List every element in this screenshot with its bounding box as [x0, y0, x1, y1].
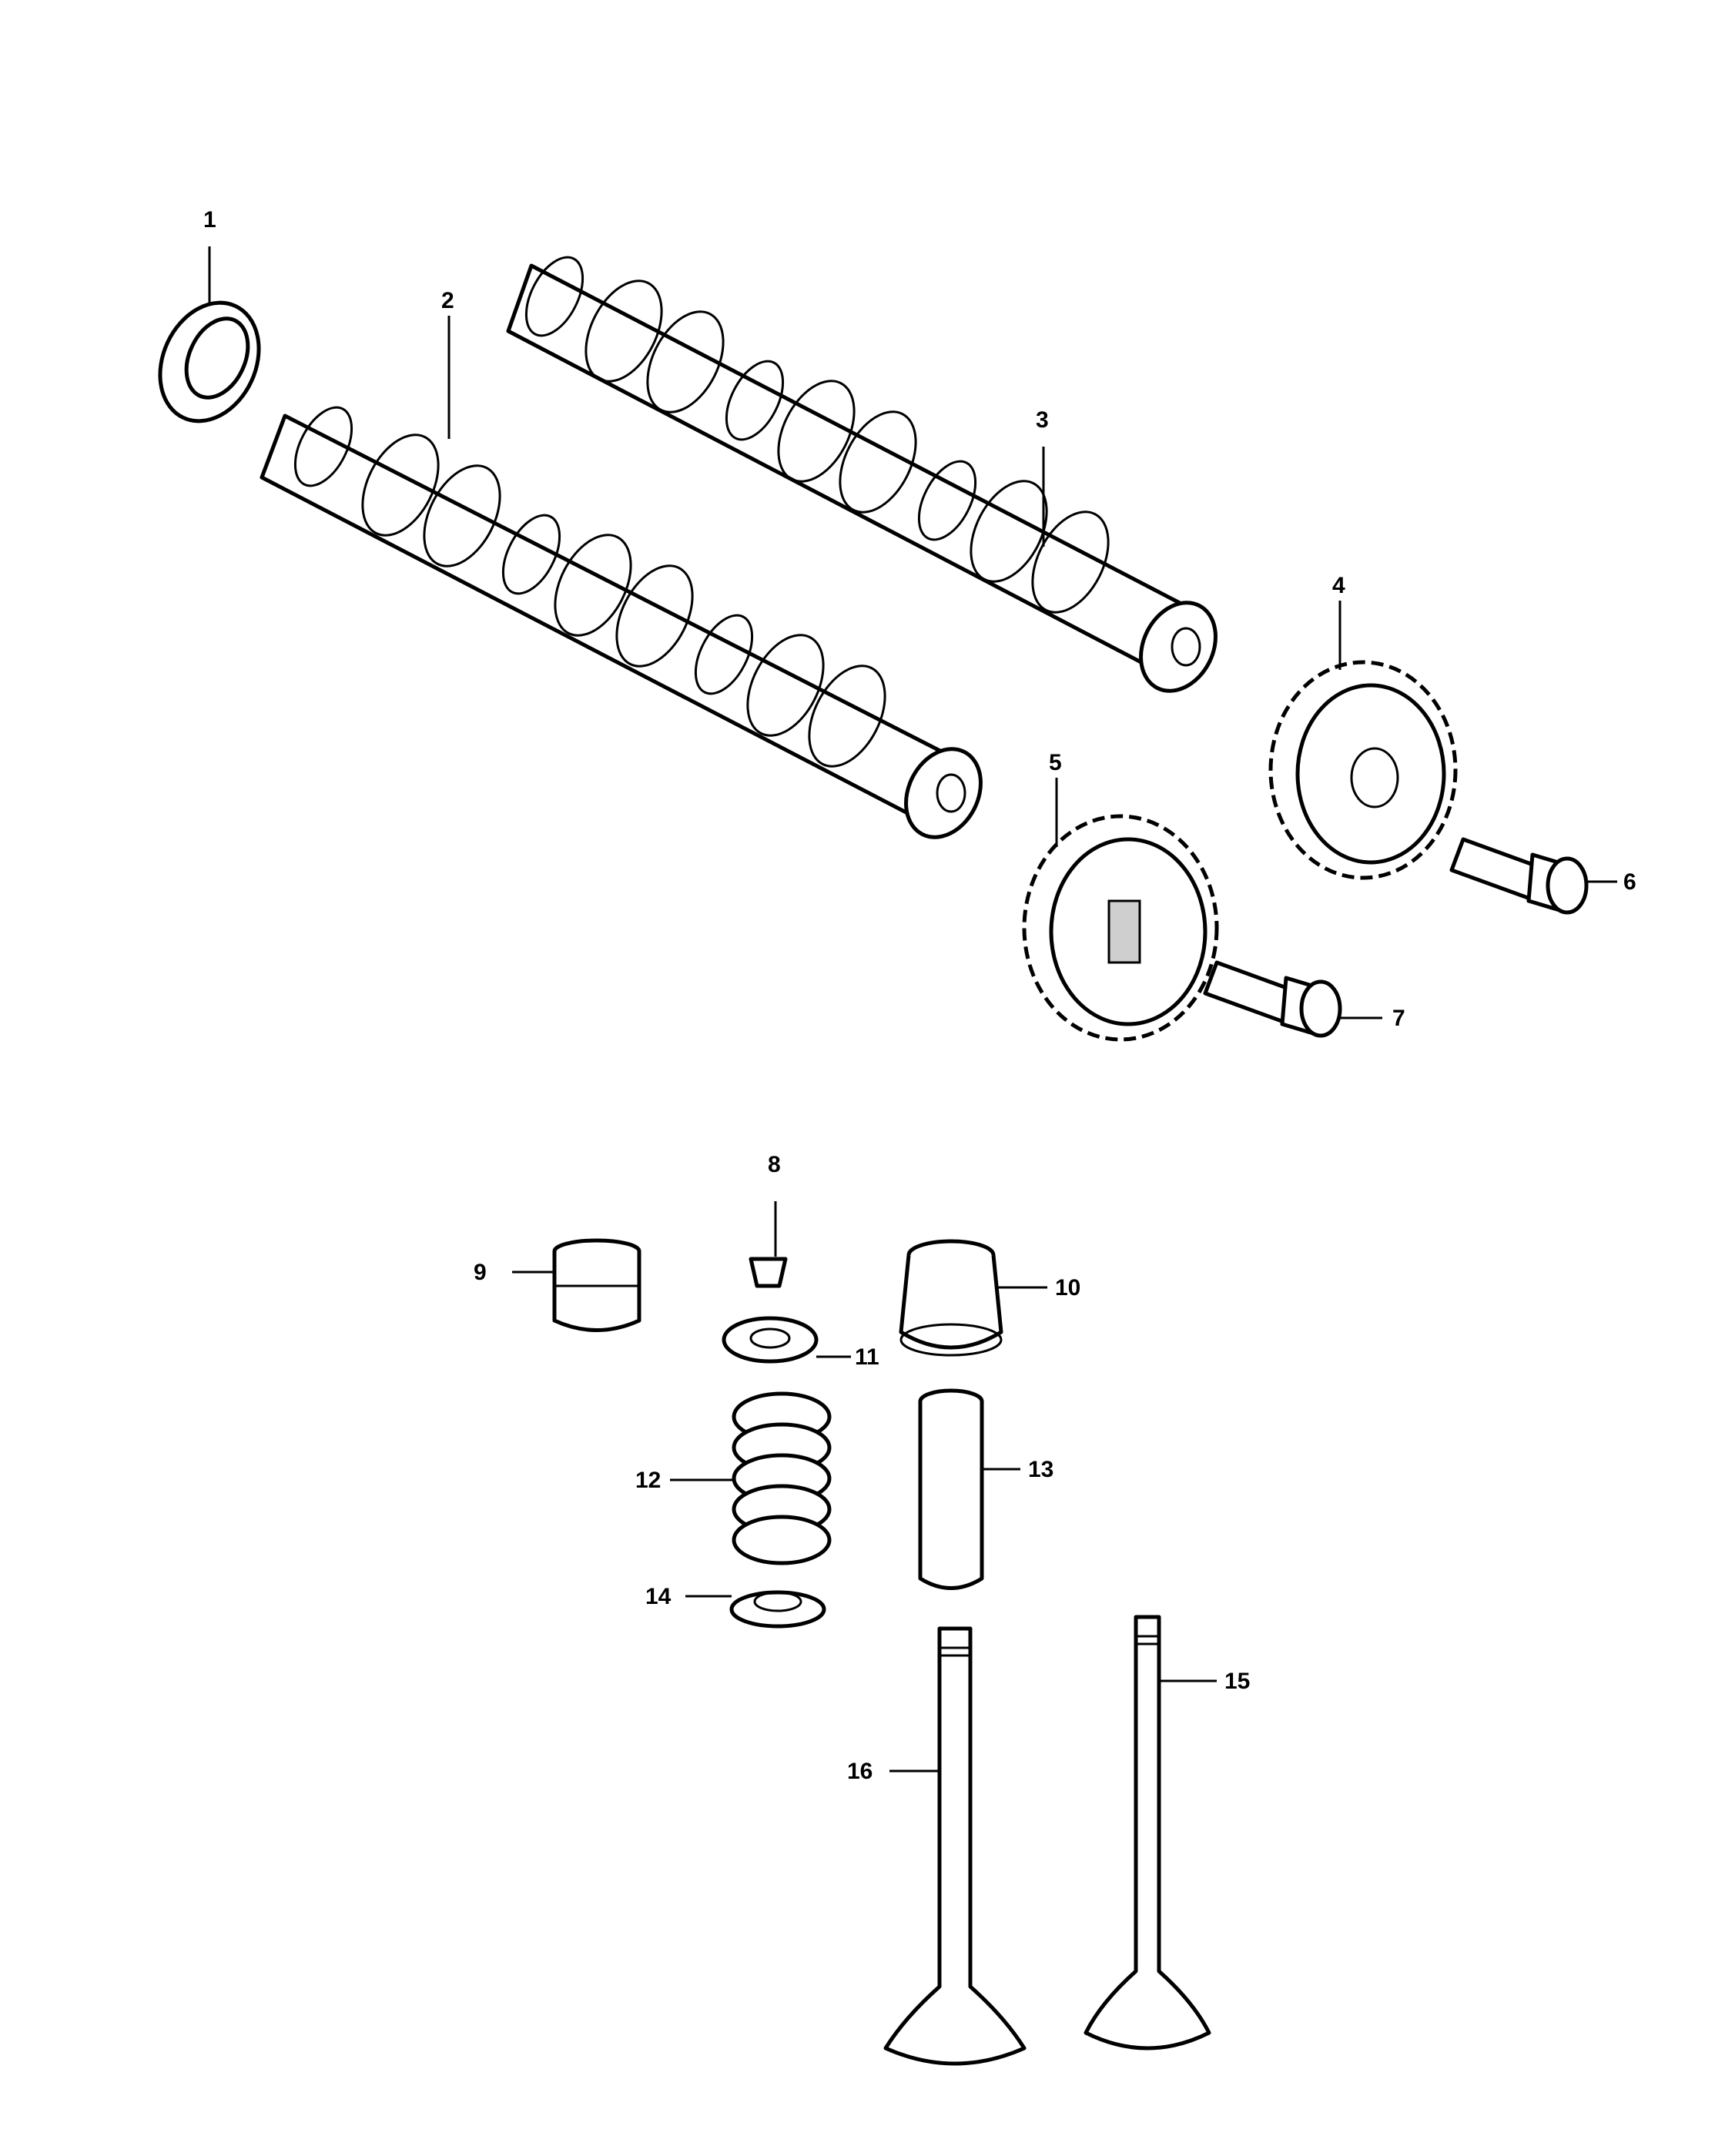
- part-6-bolt: [1449, 837, 1589, 915]
- callout-13: 13: [1028, 1457, 1053, 1482]
- callout-16: 16: [847, 1759, 873, 1784]
- callout-15: 15: [1224, 1669, 1250, 1694]
- callout-2: 2: [441, 288, 454, 313]
- callout-5: 5: [1049, 750, 1062, 775]
- callout-3: 3: [1036, 407, 1049, 433]
- part-5-sprocket: [1022, 814, 1219, 1042]
- part-13-valve-guide: [918, 1388, 984, 1590]
- callout-8: 8: [768, 1152, 781, 1177]
- part-1-seal: [158, 300, 261, 424]
- callout-labels: 1 2 3 4 5 6 7 8 9 10 11 12 13 14 15 16: [203, 207, 1636, 1784]
- part-12-spring: [732, 1391, 832, 1565]
- part-11-retainer: [722, 1316, 819, 1364]
- callout-6: 6: [1623, 869, 1636, 895]
- part-14-spring-seat: [729, 1590, 826, 1629]
- part-2-camshaft: [260, 406, 983, 839]
- callout-4: 4: [1332, 573, 1345, 598]
- part-9-tappet: [552, 1238, 641, 1332]
- callout-7: 7: [1392, 1006, 1405, 1031]
- callout-10: 10: [1055, 1275, 1080, 1301]
- part-15-valve: [1084, 1615, 1211, 2051]
- part-7-bolt: [1203, 960, 1342, 1038]
- leader-lines: [208, 246, 1617, 1773]
- part-4-sprocket: [1268, 660, 1458, 880]
- callout-9: 9: [474, 1260, 487, 1285]
- callout-12: 12: [635, 1468, 661, 1493]
- callout-14: 14: [645, 1584, 672, 1609]
- part-16-valve: [883, 1626, 1027, 2066]
- part-8-collet: [749, 1257, 788, 1288]
- callout-1: 1: [203, 207, 216, 233]
- callout-11: 11: [855, 1344, 879, 1370]
- part-10-stem-seal: [899, 1239, 1003, 1357]
- part-3-camshaft: [506, 256, 1218, 693]
